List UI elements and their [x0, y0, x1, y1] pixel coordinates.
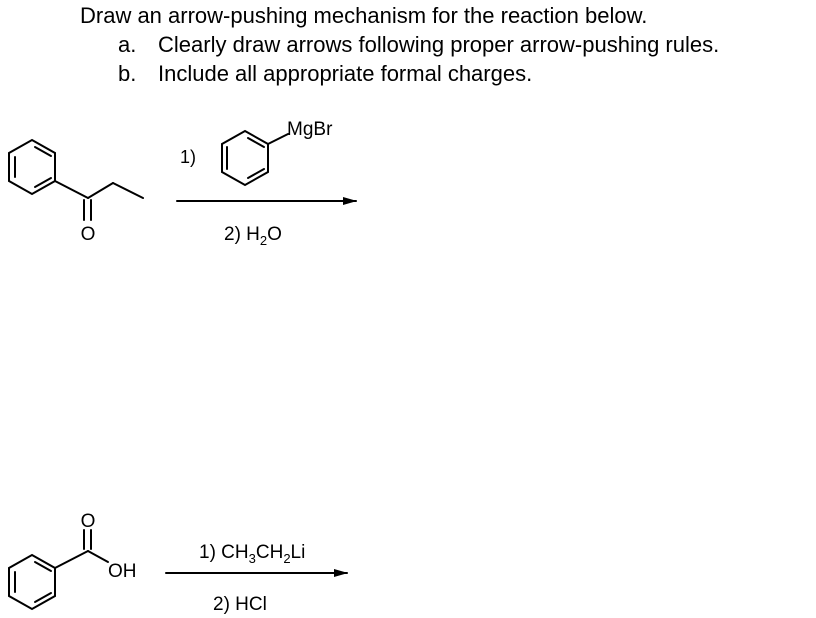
reaction2-reactant-benzene-ring: [8, 553, 56, 611]
reaction1-step1-label: 1): [180, 147, 196, 167]
question-title: Draw an arrow-pushing mechanism for the …: [80, 3, 648, 28]
reaction2: [8, 529, 348, 611]
item-a-label: a.: [118, 32, 137, 57]
reaction1-step2-label: 2) H2O: [224, 224, 282, 248]
item-b-label: b.: [118, 61, 137, 86]
reaction2-hydroxyl: OH: [108, 561, 137, 582]
reaction2-carbonyl-oxygen: O: [81, 511, 96, 532]
item-a-text: Clearly draw arrows following proper arr…: [158, 32, 720, 57]
reaction1: [8, 129, 357, 221]
question-item-a: a. Clearly draw arrows following proper a…: [118, 31, 719, 59]
reaction1-reactant-chain: [54, 180, 144, 221]
reaction1-reagent-benzene-ring: [221, 129, 289, 187]
reaction2-reactant-carboxyl: [54, 529, 109, 569]
reaction2-step1-label: 1) CH3CH2Li: [199, 542, 305, 566]
item-b-text: Include all appropriate formal charges.: [158, 61, 533, 86]
reaction1-reactant-benzene-ring: [8, 138, 56, 196]
reaction2-step2-label: 2) HCl: [213, 594, 267, 615]
reaction1-carbonyl-oxygen: O: [81, 224, 96, 245]
question-item-b: b. Include all appropriate formal charges…: [118, 60, 532, 88]
reaction1-reagent-mgbr: MgBr: [287, 119, 333, 140]
